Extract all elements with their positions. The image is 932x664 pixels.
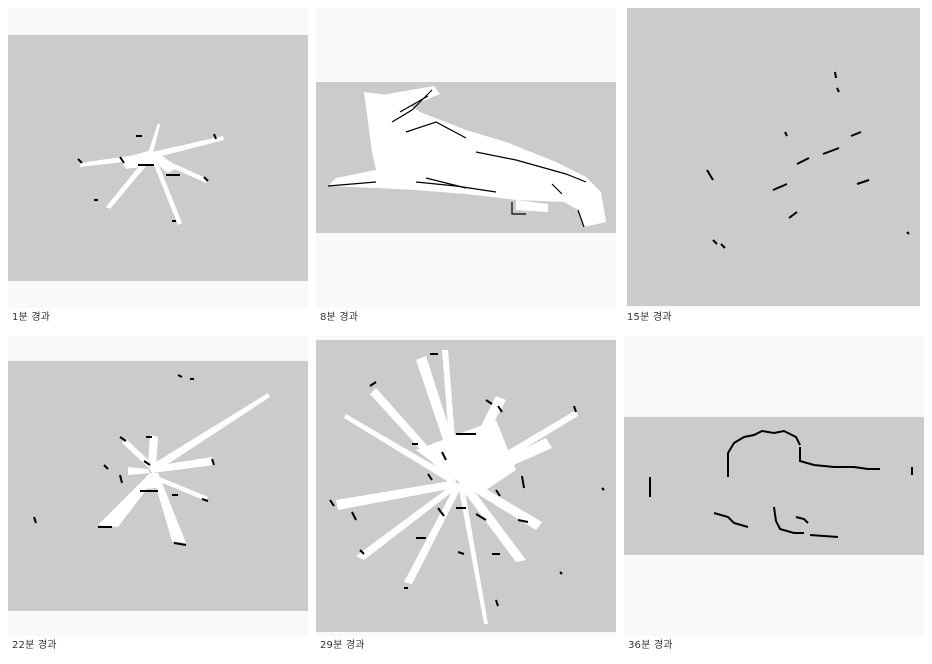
map-22min xyxy=(8,361,308,611)
panel-29min: 29분 경과 xyxy=(316,336,616,651)
caption-22min: 22분 경과 xyxy=(12,640,57,651)
map-1min xyxy=(8,35,308,281)
slam-map-1min xyxy=(77,123,224,225)
slam-map-36min xyxy=(649,429,913,538)
slam-map-22min xyxy=(33,374,270,546)
caption-36min: 36분 경과 xyxy=(628,640,673,651)
slam-map-29min xyxy=(329,350,605,624)
caption-1min: 1분 경과 xyxy=(12,312,51,323)
panel-8min: 8분 경과 xyxy=(316,8,616,323)
caption-15min: 15분 경과 xyxy=(627,312,672,323)
panel-36min: 36분 경과 xyxy=(624,336,924,651)
slam-map-8min xyxy=(327,86,606,228)
slam-map-15min xyxy=(706,71,910,249)
caption-8min: 8분 경과 xyxy=(320,312,359,323)
map-8min xyxy=(316,82,616,233)
panel-15min: 15분 경과 xyxy=(627,8,920,323)
panel-22min: 22분 경과 xyxy=(8,336,308,651)
map-29min xyxy=(316,340,616,632)
map-36min xyxy=(624,417,924,555)
map-15min xyxy=(627,8,920,306)
caption-29min: 29분 경과 xyxy=(320,640,365,651)
panel-1min: 1분 경과 xyxy=(8,8,308,323)
